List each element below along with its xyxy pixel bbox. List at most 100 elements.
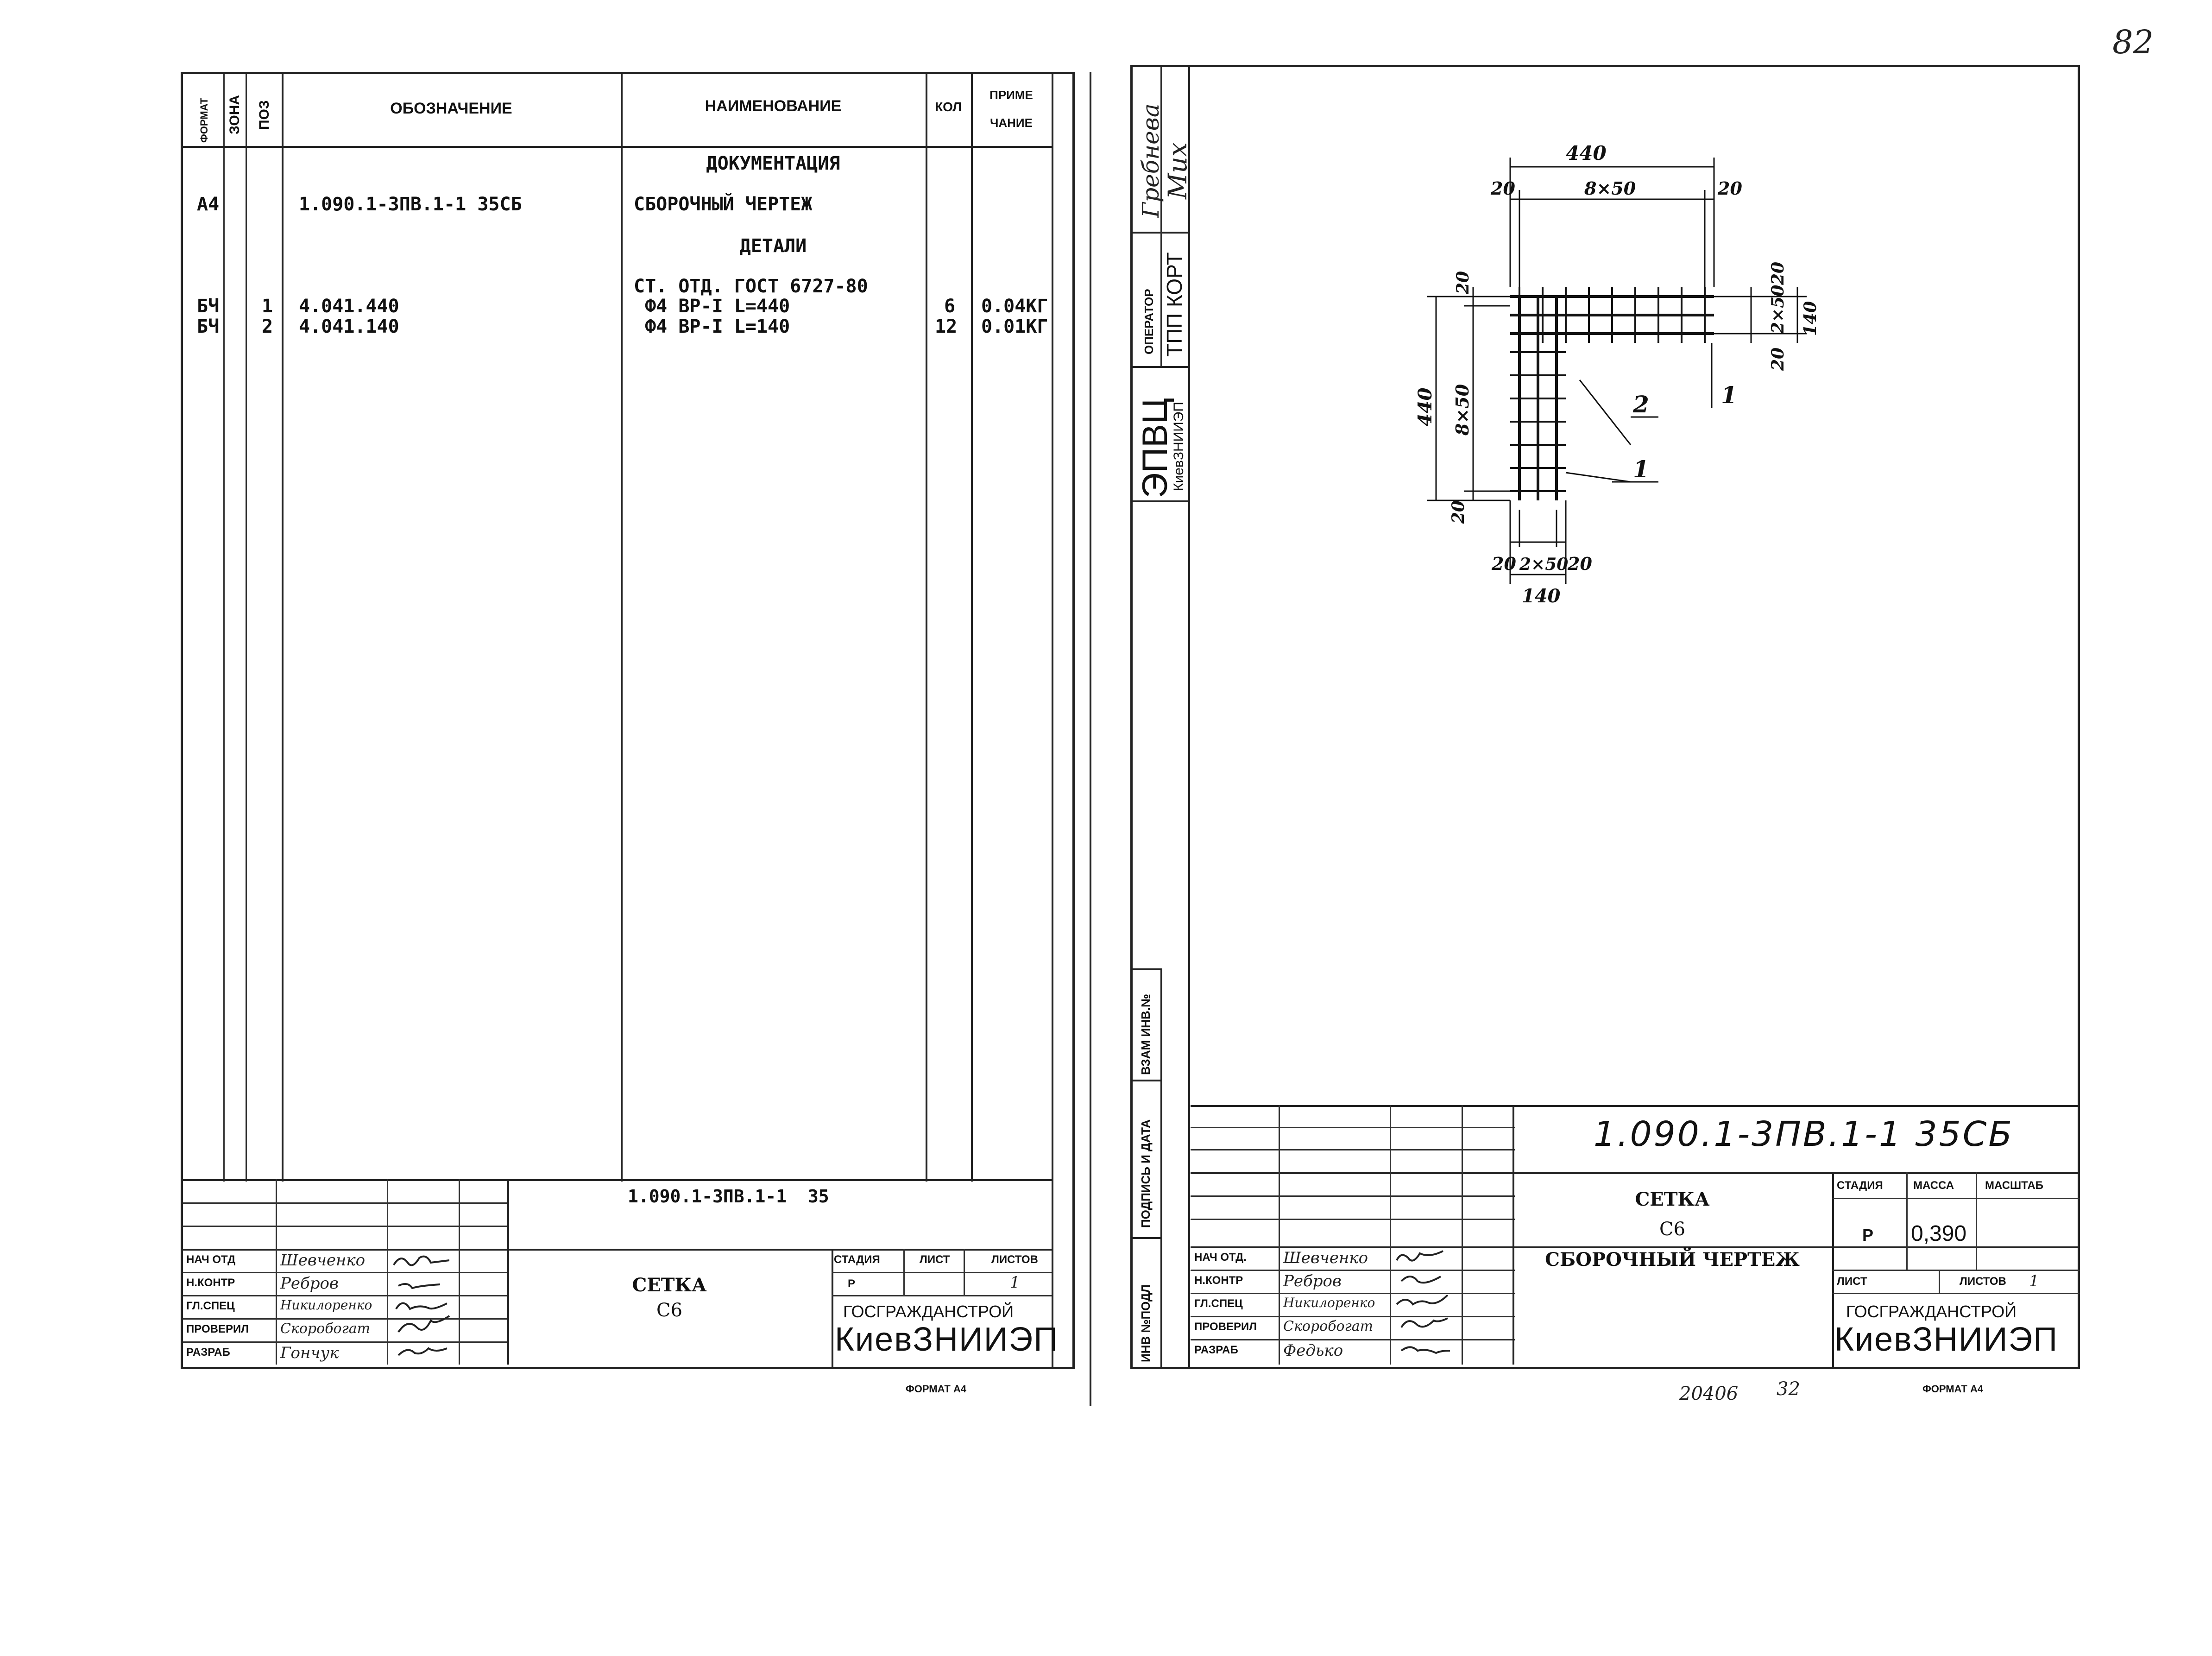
dim-top-right: 20 — [1717, 178, 1742, 199]
signer-name: Федько — [1283, 1341, 1343, 1360]
inv-original: ИНВ №ПОДЛ — [1139, 1284, 1153, 1362]
stamp-org: ЭПВЦ — [1135, 398, 1175, 498]
row-name: Ф4 ВР-I L=440 — [634, 296, 790, 317]
stage-label: СТАДИЯ — [1837, 1179, 1883, 1192]
stamp-org-sub: КиевЗНИИЭП — [1171, 402, 1186, 491]
row-name: Ф4 ВР-I L=140 — [634, 316, 790, 337]
role-label: РАЗРАБ — [1194, 1344, 1238, 1356]
role-label: Н.КОНТР — [186, 1277, 235, 1289]
sheet-label: ЛИСТ — [920, 1253, 950, 1266]
dim-right-top: 20 — [1768, 262, 1788, 285]
row-format: А4 — [197, 194, 220, 215]
archive-number-2: 32 — [1777, 1378, 1800, 1400]
header-zone: ЗОНА — [227, 95, 242, 134]
mass-label: МАССА — [1913, 1179, 1954, 1192]
dim-left-pitch: 8×50 — [1452, 384, 1473, 436]
row-pos: 2 — [262, 316, 273, 337]
signer-name: Скоробогат — [1283, 1318, 1374, 1334]
row-format: БЧ — [197, 316, 220, 337]
sheets-value: 1 — [1010, 1273, 1020, 1292]
org-2: КиевЗНИИЭП — [1834, 1321, 2058, 1358]
role-label: Н.КОНТР — [1194, 1274, 1243, 1287]
row-name: СТ. ОТД. ГОСТ 6727-80 — [634, 276, 868, 297]
role-label: ПРОВЕРИЛ — [1194, 1321, 1257, 1333]
header-note-2: ЧАНИЕ — [990, 116, 1033, 130]
role-label: ГЛ.СПЕЦ — [186, 1300, 235, 1312]
stamp-operator: ОПЕРАТОР — [1142, 289, 1156, 354]
dim-top-pitch: 8×50 — [1584, 178, 1636, 199]
sheets-label: ЛИСТОВ — [991, 1253, 1038, 1266]
signer-name: Гончук — [280, 1344, 339, 1362]
row-note: 0.04КГ — [981, 296, 1048, 317]
signer-name: Шевченко — [280, 1251, 366, 1270]
header-name: НАИМЕНОВАНИЕ — [705, 97, 842, 115]
org-1: ГОСГРАЖДАНСТРОЙ — [1846, 1302, 2017, 1321]
right-item-desc: СБОРОЧНЫЙ ЧЕРТЕЖ — [1545, 1249, 1800, 1270]
role-label: ГЛ.СПЕЦ — [1194, 1297, 1243, 1310]
right-tb-code: 1.090.1-3ПВ.1-1 35СБ — [1594, 1114, 2014, 1154]
row-designation: 4.041.140 — [299, 316, 399, 337]
row-pos: 1 — [262, 296, 273, 317]
left-sheet — [181, 72, 1075, 1369]
right-sheet — [1130, 65, 2080, 1369]
sheet-label: ЛИСТ — [1837, 1275, 1867, 1288]
stamp-dept: ТПП КОРТ — [1162, 252, 1186, 357]
inv-replace: ВЗАМ ИНВ.№ — [1139, 994, 1153, 1075]
stage-value: Р — [848, 1277, 856, 1290]
callout-1a: 1 — [1721, 381, 1737, 409]
row-format: БЧ — [197, 296, 220, 317]
archive-number: 20406 — [1679, 1383, 1739, 1404]
sign-date: ПОДПИСЬ И ДАТА — [1139, 1119, 1153, 1228]
dim-bottom-pitch: 2×50 — [1519, 555, 1568, 574]
header-note-1: ПРИМЕ — [989, 88, 1033, 102]
dim-bottom-total: 140 — [1522, 585, 1561, 607]
row-qty: 6 — [944, 296, 956, 317]
left-binding-line — [1090, 72, 1091, 1406]
right-item-code: С6 — [1659, 1219, 1686, 1240]
sheets-value: 1 — [2029, 1272, 2039, 1290]
stage-label: СТАДИЯ — [834, 1253, 880, 1266]
left-item-code: С6 — [656, 1300, 683, 1321]
format-label: ФОРМАТ А4 — [1922, 1383, 1984, 1395]
signer-name: Никилоренко — [280, 1297, 372, 1313]
dim-right-pitch: 2×50 — [1768, 285, 1788, 334]
dim-left-top: 20 — [1453, 271, 1473, 295]
header-format: ФОРМАТ — [198, 98, 210, 143]
row-designation: 4.041.440 — [299, 296, 399, 317]
dim-right-total: 140 — [1801, 301, 1820, 336]
scale-label: МАСШТАБ — [1985, 1179, 2043, 1192]
right-item-title: СЕТКА — [1635, 1188, 1710, 1210]
section-documentation: ДОКУМЕНТАЦИЯ — [706, 153, 840, 174]
left-item-title: СЕТКА — [632, 1274, 707, 1296]
dim-bottom-left: 20 — [1491, 553, 1516, 574]
mesh-drawing: 440 8×50 20 20 440 8×50 20 20 20 2×50 14… — [1414, 142, 1820, 607]
page-number: 82 — [2112, 23, 2154, 61]
left-tb-code: 1.090.1-3ПВ.1-1 35 — [628, 1186, 829, 1207]
org-2: КиевЗНИИЭП — [835, 1321, 1059, 1358]
stage-value: Р — [1862, 1226, 1874, 1245]
role-label: НАЧ ОТД. — [1194, 1251, 1247, 1264]
signatures — [1396, 1250, 1450, 1354]
signer-name: Ребров — [280, 1274, 339, 1293]
signatures — [393, 1255, 450, 1356]
role-label: ПРОВЕРИЛ — [186, 1323, 249, 1335]
signer-name: Шевченко — [1283, 1249, 1368, 1267]
dim-left-total: 440 — [1414, 387, 1436, 426]
stamp-sign-2: Мих — [1163, 142, 1192, 199]
callout-1b: 1 — [1633, 455, 1649, 483]
header-qty: КОЛ — [935, 100, 962, 114]
row-qty: 12 — [935, 316, 958, 337]
sheets-label: ЛИСТОВ — [1960, 1275, 2006, 1288]
row-note: 0.01КГ — [981, 316, 1048, 337]
dim-top-left: 20 — [1490, 178, 1515, 199]
section-details: ДЕТАЛИ — [739, 235, 807, 257]
dim-top-total: 440 — [1566, 142, 1607, 164]
role-label: НАЧ ОТД — [186, 1253, 236, 1266]
header-designation: ОБОЗНАЧЕНИЕ — [390, 100, 512, 117]
header-pos: ПОЗ — [257, 100, 272, 130]
callout-2: 2 — [1632, 391, 1649, 418]
signer-name: Скоробогат — [280, 1321, 371, 1337]
dim-bottom-right: 20 — [1567, 553, 1592, 574]
role-label: РАЗРАБ — [186, 1346, 230, 1359]
stamp-sign-1: Гребнева — [1137, 103, 1164, 218]
